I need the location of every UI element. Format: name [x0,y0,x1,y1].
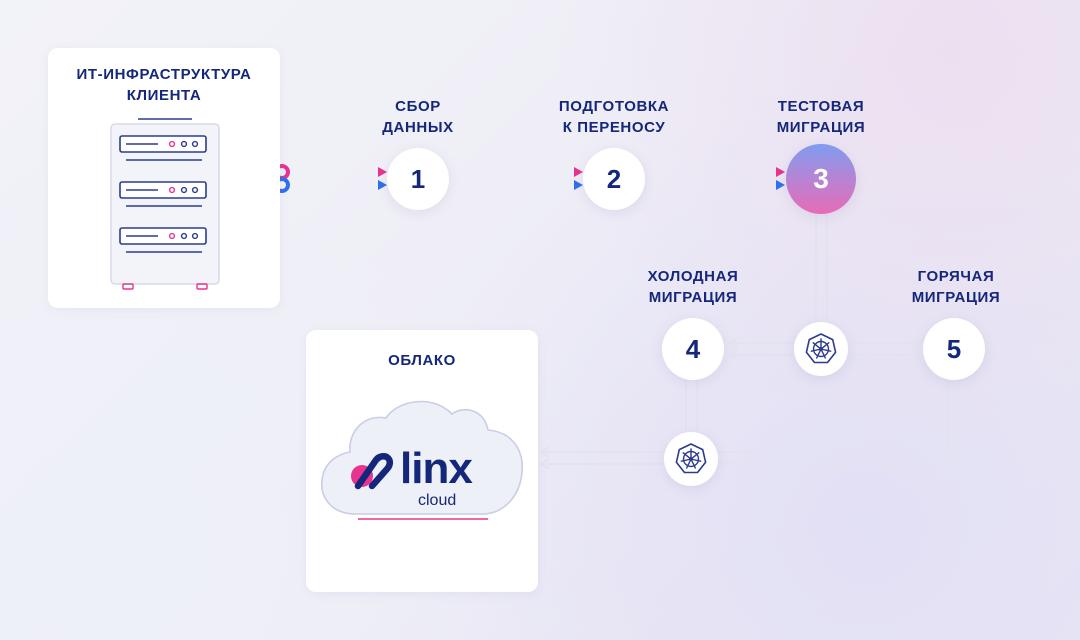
line-4-to-hub [685,380,698,440]
logo-subtitle: cloud [418,492,457,509]
step-3-label: ТЕСТОВАЯ МИГРАЦИЯ [776,98,866,136]
arrow-hub-to-4 [728,337,794,361]
logo-wordmark: linx [400,444,473,493]
cloud-card: ОБЛАКО linx cloud [306,330,538,592]
step-4-label: ХОЛОДНАЯ МИГРАЦИЯ [647,268,739,306]
client-infrastructure-card: ИТ-ИНФРАСТРУКТУРА КЛИЕНТА [48,48,280,308]
linx-logo-icon [351,453,394,490]
arrow-1-to-2 [450,167,583,190]
arrow-hub-to-cloud [539,446,665,470]
arrow-hub-to-5 [850,337,922,361]
step-5-circle: 5 [923,318,985,380]
step-1-label: СБОР ДАННЫХ [382,98,454,136]
step-2-label: ПОДГОТОВКА К ПЕРЕНОСУ [558,98,670,136]
kubernetes-wheel-icon [794,322,848,376]
line-3-to-hub [815,214,828,322]
cloud-label: ОБЛАКО [388,352,456,369]
arrow-infra-to-1 [290,167,387,190]
step-4-circle: 4 [662,318,724,380]
line-5-to-hub [718,380,960,465]
step-5-label: ГОРЯЧАЯ МИГРАЦИЯ [911,268,1001,306]
step-1-circle: 1 [387,148,449,210]
arrow-2-to-3 [648,167,785,190]
server-rack-icon [110,118,220,290]
step-2-circle: 2 [583,148,645,210]
step-3-circle: 3 [786,144,856,214]
client-infrastructure-label: ИТ-ИНФРАСТРУКТУРА КЛИЕНТА [76,66,252,104]
kubernetes-wheel-icon [664,432,718,486]
